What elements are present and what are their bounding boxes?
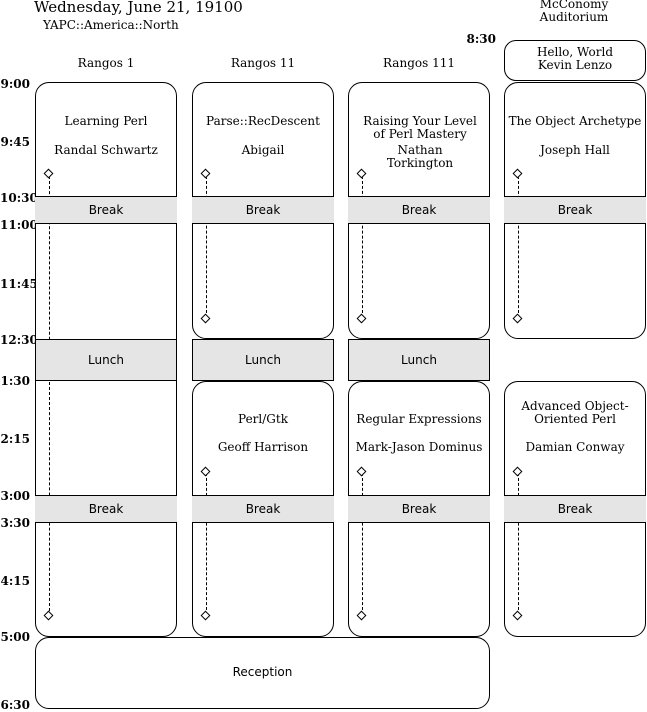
time-label: 12:30 — [0, 333, 38, 347]
progress-line — [49, 176, 50, 616]
time-label: 9:45 — [0, 135, 30, 149]
break-slot: Break — [348, 495, 490, 523]
progress-line — [518, 473, 519, 615]
time-label: 5:00 — [0, 630, 30, 644]
lunch-label: Lunch — [245, 353, 281, 367]
time-label: 9:00 — [0, 77, 30, 91]
session-title: Learning Perl — [64, 114, 148, 128]
session-speaker: Damian Conway — [525, 440, 625, 454]
session-speaker: Randal Schwartz — [54, 143, 158, 157]
progress-line — [206, 176, 207, 318]
break-slot: Break — [504, 495, 646, 523]
reception-slot[interactable]: Reception — [35, 637, 490, 709]
break-slot: Break — [192, 495, 334, 523]
session-title: The Object Archetype — [508, 114, 642, 128]
lunch-label: Lunch — [88, 353, 124, 367]
lunch-label: Lunch — [401, 353, 437, 367]
time-label: 6:30 — [0, 698, 30, 712]
lunch-slot: Lunch — [348, 339, 490, 381]
time-label: 4:15 — [0, 574, 30, 588]
break-label: Break — [88, 502, 124, 516]
break-slot: Break — [35, 196, 177, 224]
break-label: Break — [401, 203, 437, 217]
break-label: Break — [245, 203, 281, 217]
session-speaker: Kevin Lenzo — [537, 58, 613, 72]
break-label: Break — [245, 502, 281, 516]
venue-line-1: McConomy — [539, 0, 609, 11]
conference-name: YAPC::America::North — [43, 18, 179, 32]
session-title: Advanced Object-Oriented Perl — [521, 399, 629, 426]
break-label: Break — [401, 502, 437, 516]
break-slot: Break — [192, 196, 334, 224]
progress-line — [206, 473, 207, 615]
lunch-slot: Lunch — [35, 339, 177, 381]
session-title: Regular Expressions — [356, 412, 482, 426]
session-title: Hello, World — [536, 45, 614, 59]
break-label: Break — [88, 203, 124, 217]
time-label: 11:00 — [0, 218, 38, 232]
time-label: 11:45 — [0, 277, 38, 291]
time-label: 2:15 — [0, 432, 30, 446]
column-header-rangos-11: Rangos 11 — [230, 56, 296, 70]
time-label: 3:00 — [0, 489, 30, 503]
session-speaker: Geoff Harrison — [217, 440, 309, 454]
session-title: Raising Your Level of Perl Mastery — [363, 114, 477, 141]
break-label: Break — [557, 203, 593, 217]
time-label: 1:30 — [0, 374, 30, 388]
session-keynote[interactable]: Hello, World Kevin Lenzo — [504, 40, 646, 81]
venue-line-2: Auditorium — [539, 10, 609, 24]
break-slot: Break — [504, 196, 646, 224]
reception-label: Reception — [232, 665, 293, 679]
session-title: Parse::RecDescent — [206, 114, 320, 128]
progress-line — [518, 176, 519, 318]
time-label: 10:30 — [0, 191, 38, 205]
venue-heading: McConomy Auditorium — [503, 0, 645, 24]
session-speaker: Joseph Hall — [540, 143, 610, 157]
column-header-rangos-1: Rangos 1 — [77, 56, 135, 70]
session-speaker: Nathan Torkington — [386, 143, 454, 170]
session-speaker: Abigail — [241, 143, 285, 157]
time-label: 8:30 — [466, 32, 496, 46]
break-label: Break — [557, 502, 593, 516]
progress-line — [362, 473, 363, 615]
time-label: 3:30 — [0, 516, 30, 530]
column-header-rangos-111: Rangos 111 — [383, 56, 455, 70]
break-slot: Break — [35, 495, 177, 523]
session-title: Perl/Gtk — [238, 412, 288, 426]
break-slot: Break — [348, 196, 490, 224]
session-speaker: Mark-Jason Dominus — [355, 440, 483, 454]
progress-line — [362, 176, 363, 318]
schedule-date: Wednesday, June 21, 19100 — [34, 0, 243, 16]
lunch-slot: Lunch — [192, 339, 334, 381]
